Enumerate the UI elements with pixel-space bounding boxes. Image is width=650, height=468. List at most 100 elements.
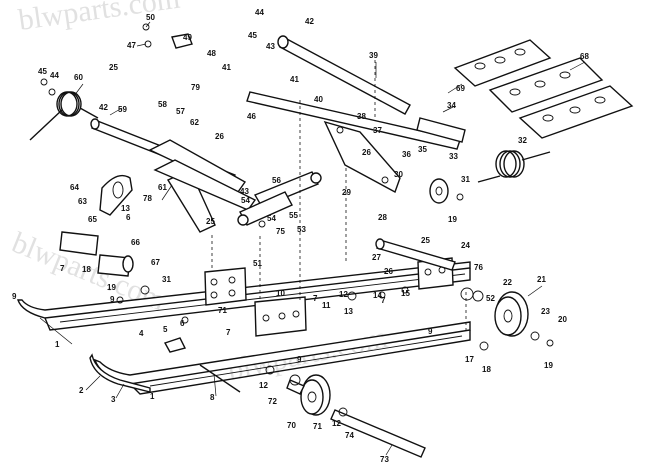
callout-44-b: 44 (255, 8, 264, 17)
front-pivot-block (59, 231, 134, 277)
callout-2: 2 (79, 386, 84, 395)
callout-26: 26 (215, 132, 224, 141)
callout-38: 38 (357, 112, 366, 121)
callout-70: 70 (287, 421, 296, 430)
callout-53: 53 (297, 225, 306, 234)
callout-54-b: 54 (267, 214, 276, 223)
callout-6: 6 (126, 213, 131, 222)
callout-26-b: 26 (362, 148, 371, 157)
callout-43-b: 43 (266, 42, 275, 51)
callout-41-b: 41 (290, 75, 299, 84)
idler-wheel-middle (429, 178, 449, 204)
callout-39: 39 (369, 51, 378, 60)
callout-36: 36 (402, 150, 411, 159)
callout-1-b: 1 (150, 392, 155, 401)
callout-25-b: 25 (206, 217, 215, 226)
idler-wheel-front (300, 374, 331, 416)
callout-7-b: 7 (313, 294, 318, 303)
rear-torsion-spring (477, 150, 551, 183)
callout-25: 25 (109, 63, 118, 72)
callout-27: 27 (372, 253, 381, 262)
callout-40: 40 (314, 95, 323, 104)
callout-19: 19 (107, 283, 116, 292)
callout-6-b: 6 (180, 319, 185, 328)
callout-56: 56 (272, 176, 281, 185)
callout-28: 28 (378, 213, 387, 222)
callout-52: 52 (486, 294, 495, 303)
callout-63: 63 (78, 197, 87, 206)
callout-12: 12 (339, 290, 348, 299)
callout-68: 68 (580, 52, 589, 61)
callout-3: 3 (111, 395, 116, 404)
callout-58: 58 (158, 100, 167, 109)
callout-10: 10 (276, 289, 285, 298)
callout-46: 46 (247, 112, 256, 121)
callout-76: 76 (474, 263, 483, 272)
rear-cross-shaft (375, 238, 456, 271)
rear-arm-plate (323, 120, 401, 194)
callout-8: 8 (210, 393, 215, 402)
rail-bracket-rear (254, 296, 307, 337)
callout-57: 57 (176, 107, 185, 116)
callout-14: 14 (373, 291, 382, 300)
rail-bracket-front (204, 267, 247, 306)
callout-12-c: 12 (332, 419, 341, 428)
callout-45-b: 45 (248, 31, 257, 40)
callout-26-c: 26 (384, 267, 393, 276)
track-clip-strips (453, 39, 634, 139)
callout-62: 62 (190, 118, 199, 127)
callout-1: 1 (55, 340, 60, 349)
callout-42: 42 (99, 103, 108, 112)
callout-22: 22 (503, 278, 512, 287)
watermark-top: blwparts.com (16, 0, 181, 37)
callout-61: 61 (158, 183, 167, 192)
callout-9-d: 9 (297, 355, 302, 364)
callout-55: 55 (289, 211, 298, 220)
callout-42-b: 42 (305, 17, 314, 26)
callout-43: 43 (240, 187, 249, 196)
front-arm-bracket (99, 174, 133, 216)
callout-73: 73 (380, 455, 389, 464)
callout-78: 78 (143, 194, 152, 203)
callout-48: 48 (207, 49, 216, 58)
callout-64: 64 (70, 183, 79, 192)
callout-54: 54 (241, 196, 250, 205)
callout-13-b: 13 (344, 307, 353, 316)
callout-4: 4 (139, 329, 144, 338)
callout-19-b: 19 (448, 215, 457, 224)
leader-lines (39, 21, 586, 456)
callout-18: 18 (82, 265, 91, 274)
callout-74: 74 (345, 431, 354, 440)
callout-69: 69 (456, 84, 465, 93)
callout-33: 33 (449, 152, 458, 161)
callout-35: 35 (418, 145, 427, 154)
callout-66: 66 (131, 238, 140, 247)
callout-31-b: 31 (461, 175, 470, 184)
callout-71: 71 (218, 306, 227, 315)
shock-absorber-lower (237, 191, 293, 226)
callout-21: 21 (537, 275, 546, 284)
callout-67: 67 (151, 258, 160, 267)
hardware (40, 23, 554, 417)
callout-9-b: 9 (110, 295, 115, 304)
callout-34: 34 (447, 101, 456, 110)
callout-5: 5 (163, 325, 168, 334)
callout-59: 59 (118, 105, 127, 114)
upper-rear-shaft (277, 35, 411, 115)
callout-7-c: 7 (381, 296, 386, 305)
callout-37: 37 (373, 126, 382, 135)
callout-12-b: 12 (259, 381, 268, 390)
callout-9: 9 (12, 292, 17, 301)
callout-23: 23 (541, 307, 550, 316)
callout-50: 50 (146, 13, 155, 22)
callout-7-d: 7 (226, 328, 231, 337)
front-arm-links (148, 139, 257, 233)
callout-60: 60 (74, 73, 83, 82)
callout-41: 41 (222, 63, 231, 72)
callout-32: 32 (518, 136, 527, 145)
idler-wheel-rear (494, 291, 529, 337)
callout-65: 65 (88, 215, 97, 224)
assembly-guide-lines (211, 60, 467, 330)
